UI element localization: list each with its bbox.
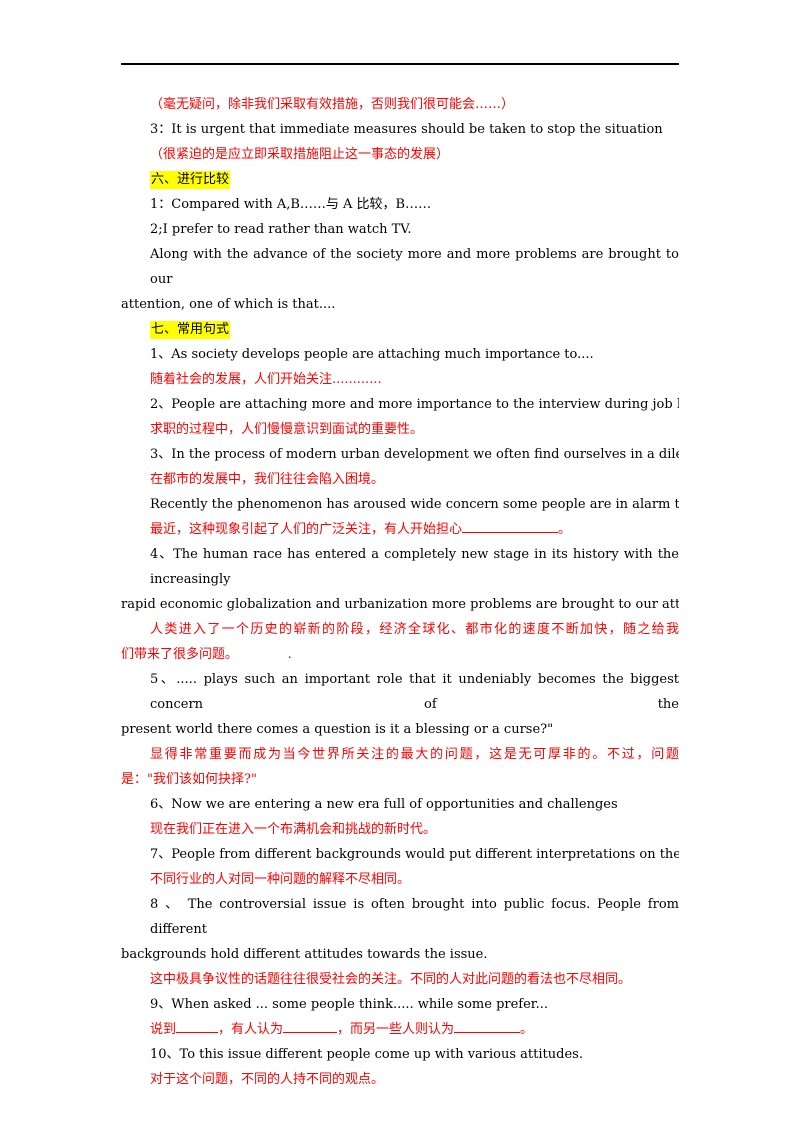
sentence-line: 3：It is urgent that immediate measures s… bbox=[150, 122, 663, 137]
sentence-line: 3、In the process of modern urban develop… bbox=[150, 447, 679, 462]
translation-line: 在都市的发展中，我们往往会陷入困境。 bbox=[150, 472, 385, 487]
translation-line: 随着社会的发展，人们开始关注............ bbox=[150, 372, 382, 387]
section-heading-common-patterns: 七、常用句式 bbox=[150, 321, 231, 339]
sentence-line: present world there comes a question is … bbox=[121, 722, 554, 737]
sentence-line: attention, one of which is that.... bbox=[121, 297, 336, 312]
fill-in-blank bbox=[283, 1032, 338, 1033]
sentence-line: Recently the phenomenon has aroused wide… bbox=[150, 497, 679, 512]
sentence-line: 6、Now we are entering a new era full of … bbox=[150, 797, 618, 812]
header-rule bbox=[121, 63, 679, 65]
translation-line: （毫无疑问，除非我们采取有效措施，否则我们很可能会……） bbox=[150, 97, 515, 112]
translation-line: （很紧迫的是应立即采取措施阻止这一事态的发展） bbox=[150, 147, 450, 162]
sentence-line: 5、..... plays such an important role tha… bbox=[150, 672, 679, 712]
translation-text: 。 bbox=[558, 522, 572, 537]
translation-line: 最近，这种现象引起了人们的广泛关注，有人开始担心 。 bbox=[121, 517, 679, 542]
translation-line: 求职的过程中，人们慢慢意识到面试的重要性。 bbox=[150, 422, 424, 437]
translation-text: 最近，这种现象引起了人们的广泛关注，有人开始担心 bbox=[150, 522, 463, 537]
sentence-line: 2、People are attaching more and more imp… bbox=[150, 397, 679, 412]
section-heading-row: 七、常用句式 bbox=[121, 317, 679, 342]
sentence-line: 7、People from different backgrounds woul… bbox=[150, 847, 679, 862]
translation-line: 现在我们正在进入一个布满机会和挑战的新时代。 bbox=[150, 822, 437, 837]
translation-line: 这中极具争议性的话题往往很受社会的关注。不同的人对此问题的看法也不尽相同。 bbox=[150, 972, 632, 987]
translation-line: 人类进入了一个历史的崭新的阶段，经济全球化、都市化的速度不断加快，随之给我 bbox=[150, 622, 679, 637]
sentence-line: 4、The human race has entered a completel… bbox=[150, 547, 679, 587]
sentence-line: backgrounds hold different attitudes tow… bbox=[121, 947, 488, 962]
translation-text: 说到 bbox=[150, 1022, 177, 1037]
translation-line: 不同行业的人对同一种问题的解释不尽相同。 bbox=[150, 872, 411, 887]
section-heading-row: 六、进行比较 bbox=[121, 167, 679, 192]
translation-line: 显得非常重要而成为当今世界所关注的最大的问题，这是无可厚非的。不过，问题 bbox=[150, 747, 679, 762]
translation-line: 说到 ，有人认为 ，而另一些人则认为 。 bbox=[121, 1017, 679, 1042]
fill-in-blank bbox=[462, 532, 559, 533]
sentence-line: Along with the advance of the society mo… bbox=[150, 247, 679, 287]
translation-line: 们带来了很多问题。 . bbox=[121, 647, 292, 662]
sentence-line: 2;I prefer to read rather than watch TV. bbox=[150, 222, 412, 237]
fill-in-blank bbox=[454, 1032, 521, 1033]
translation-text: ，有人认为 bbox=[218, 1022, 284, 1037]
fill-in-blank bbox=[176, 1032, 219, 1033]
sentence-line: 8 、 The controversial issue is often bro… bbox=[150, 897, 679, 937]
sentence-line: rapid economic globalization and urbaniz… bbox=[121, 597, 679, 612]
translation-text: ，而另一些人则认为 bbox=[337, 1022, 455, 1037]
translation-line: 对于这个问题，不同的人持不同的观点。 bbox=[150, 1072, 385, 1087]
sentence-line: 1：Compared with A,B……与 A 比较，B…… bbox=[150, 197, 432, 212]
translation-text: 。 bbox=[520, 1022, 534, 1037]
document-body: （毫无疑问，除非我们采取有效措施，否则我们很可能会……） 3：It is urg… bbox=[121, 92, 679, 1092]
sentence-line: 1、As society develops people are attachi… bbox=[150, 347, 594, 362]
sentence-line: 10、To this issue different people come u… bbox=[150, 1047, 583, 1062]
translation-line: 是："我们该如何抉择?" bbox=[121, 772, 257, 787]
section-heading-compare: 六、进行比较 bbox=[150, 171, 231, 189]
sentence-line: 9、When asked ... some people think..... … bbox=[150, 997, 548, 1012]
